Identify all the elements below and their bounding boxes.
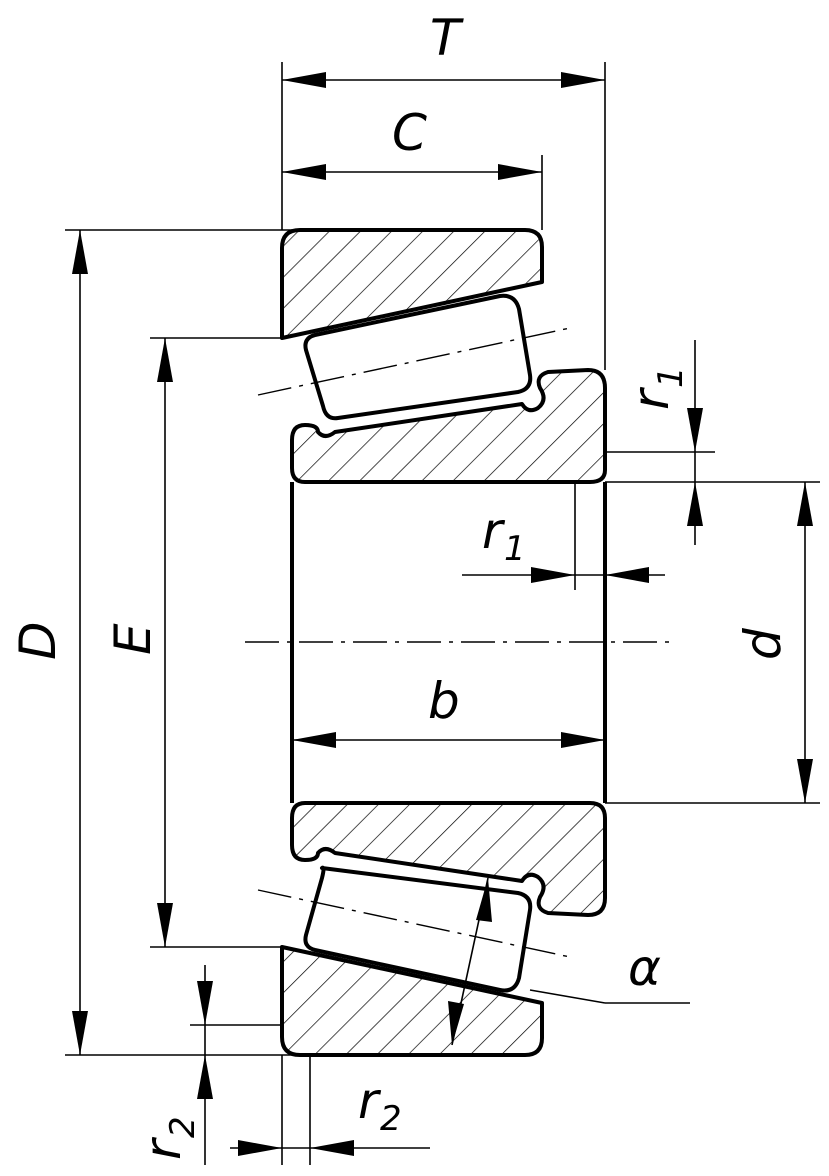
svg-text:r: r [358, 1072, 382, 1130]
label-C: C [392, 104, 427, 162]
label-r2-rotated: r 2 [134, 1116, 203, 1160]
roller-bottom [303, 865, 533, 993]
label-alpha: α [628, 939, 661, 997]
label-b: b [428, 672, 460, 730]
inner-ring-top [290, 368, 607, 484]
label-r2: r 2 [358, 1072, 402, 1139]
label-T: T [430, 9, 464, 67]
inner-ring-bottom [290, 801, 607, 917]
svg-text:r: r [134, 1136, 192, 1160]
outer-ring-top [280, 228, 544, 340]
label-D: D [9, 621, 67, 660]
svg-text:1: 1 [651, 366, 691, 388]
svg-text:2: 2 [380, 1099, 402, 1139]
label-E: E [104, 623, 162, 655]
label-r1-rotated: r 1 [622, 366, 691, 410]
svg-text:2: 2 [163, 1116, 203, 1138]
label-d: d [734, 628, 792, 660]
svg-text:r: r [482, 502, 506, 560]
svg-text:r: r [622, 386, 680, 410]
bore-outline [290, 482, 607, 803]
roller-top [303, 293, 533, 421]
arrowheads [72, 72, 813, 1156]
outer-ring-bottom [280, 945, 544, 1057]
svg-text:1: 1 [504, 529, 526, 569]
extension-lines [65, 62, 820, 1165]
label-r1: r 1 [482, 502, 526, 569]
